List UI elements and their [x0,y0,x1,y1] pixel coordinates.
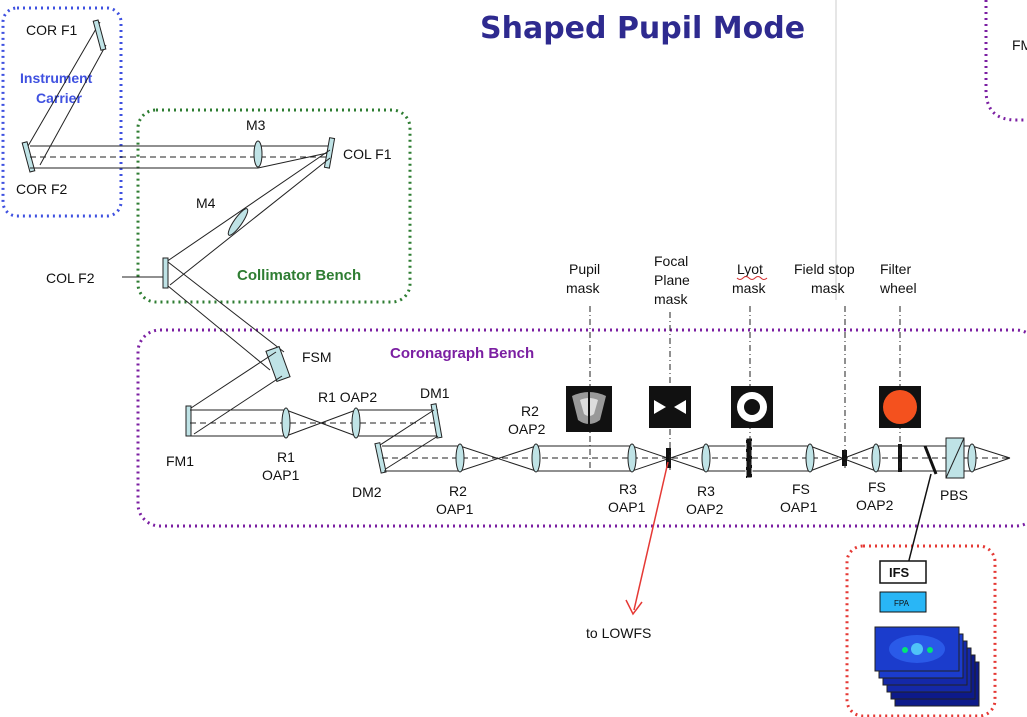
instrument-carrier-label: Instrument [20,70,93,86]
m4-lens [227,208,249,236]
instrument-carrier-label-2: Carrier [36,90,82,106]
r3-oap2-lens [701,443,711,473]
fsm-label: FSM [302,349,332,365]
beam-out-2 [971,457,1011,472]
beam-carrier-1 [27,21,101,147]
pupil-mask-label: Pupil [569,261,600,277]
r3-oap2-label: R3 [697,483,715,499]
focal-plane-mask-image [649,386,691,428]
r3-oap1-label-2: OAP1 [608,499,646,515]
fpa-box [879,591,927,613]
col-f2-mirror [162,257,169,289]
pbs-label: PBS [940,487,968,503]
beam-colf2-fsm-2 [167,285,271,371]
output-lens [967,443,977,473]
pbs-cube-diag [945,437,965,479]
focal-mask-label-2: Plane [654,272,690,288]
filter-wheel-image [879,386,921,428]
fs-oap2-label-2: OAP2 [856,497,894,513]
lyot-mask-element [745,437,753,479]
focal-mask-label-3: mask [654,291,688,307]
lowfs-arrowhead [625,599,643,616]
pupil-mask-label-2: mask [566,280,600,296]
beam-dm1-dm2-2 [383,435,439,471]
dm1-label: DM1 [420,385,450,401]
lowfs-label: to LOWFS [586,625,651,641]
cor-f1-label: COR F1 [26,22,78,38]
beam-dm1-dm2-1 [379,409,435,446]
lyot-mask-image [731,386,773,428]
partial-bench-box [984,0,1027,122]
fm1-mirror [185,405,192,437]
r2-oap2-label-2: OAP2 [508,421,546,437]
m4-label: M4 [196,195,216,211]
filter-label-2: wheel [879,280,917,296]
fs-oap2-label: FS [868,479,886,495]
col-f1-label: COL F1 [343,146,392,162]
beam-col-diag-1 [165,149,331,263]
ifs-box-label-bg [879,560,927,584]
m3-label: M3 [246,117,266,133]
r3-oap1-label: R3 [619,481,637,497]
fs-oap1-label-2: OAP1 [780,499,818,515]
ifs-arrow [905,473,932,573]
fieldstop-label-2: mask [811,280,845,296]
r2-oap2-lens [531,443,541,473]
filter-label: Filter [880,261,911,277]
beam-r2-cross-2 [459,445,537,472]
pupil-mask-image [566,386,612,432]
cor-f1-mirror [92,19,107,51]
beam-r1-cross-2 [285,409,357,437]
r1-oap1-lens [281,407,291,439]
ifs-data-cube [874,626,980,707]
r2-oap1-label-2: OAP1 [436,501,474,517]
r3-oap1-lens [627,443,637,473]
focal-mask-label: Focal [654,253,688,269]
cor-f2-label: COR F2 [16,181,68,197]
coronagraph-bench-label: Coronagraph Bench [390,345,534,362]
lowfs-arrow [633,461,669,611]
lyot-mask-label-2: mask [732,280,766,296]
fieldstop-label: Field stop [794,261,855,277]
ifs-label: IFS [889,565,910,580]
col-f2-label: COL F2 [46,270,95,286]
focal-plane-mask-element [666,448,671,468]
r3-oap2-label-2: OAP2 [686,501,724,517]
r2-oap1-lens [455,443,465,473]
fs-oap2-lens [871,443,881,473]
beam-col-diag-2 [169,157,331,286]
beam-out-1 [971,445,1011,459]
fs-oap1-label: FS [792,481,810,497]
coronagraph-bench-box [136,328,1027,528]
r1-oap2-lens [351,407,361,439]
r1-oap2-label: R1 OAP2 [318,389,377,405]
collimator-bench-label: Collimator Bench [237,267,361,284]
diagram-title: Shaped Pupil Mode [480,11,805,46]
beam-fsm-fm1-2 [193,375,283,435]
r1-oap1-label: R1 [277,449,295,465]
fs-oap1-lens [805,443,815,473]
r2-oap1-label: R2 [449,483,467,499]
dm2-mirror [374,442,387,474]
m3-lens [253,140,263,168]
collimator-bench-box [136,108,412,304]
lyot-mask-label: Lyot [737,261,763,277]
lyot-spell-underline [736,276,768,280]
r1-oap1-label-2: OAP1 [262,467,300,483]
fpa-label: FPA [894,599,910,608]
fsm-mirror [265,345,291,383]
beam-m3-col [257,151,333,169]
beam-carrier-2 [39,44,107,166]
dm1-mirror [430,403,443,439]
r2-oap2-label: R2 [521,403,539,419]
cor-f2-mirror [21,141,36,173]
dm2-label: DM2 [352,484,382,500]
fm1-label: FM1 [166,453,194,469]
beam-fsm-fm1-1 [187,351,277,411]
pbs-splitter-line [923,445,938,475]
beam-colf2-fsm-1 [167,261,285,353]
ifs-box [845,544,997,717]
partial-fm-label: FM [1012,37,1027,53]
